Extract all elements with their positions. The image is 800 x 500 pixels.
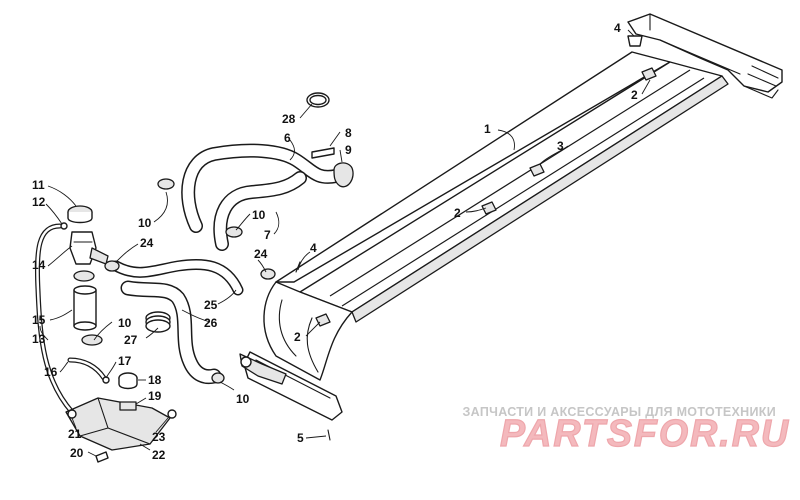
callout-28: 28: [282, 112, 296, 126]
callout-3: 3: [557, 139, 564, 153]
watermark: ЗАПЧАСТИ И АКСЕССУАРЫ ДЛЯ МОТОТЕХНИКИ PA…: [463, 405, 790, 456]
callout-8: 8: [345, 126, 352, 140]
callout-16: 16: [44, 365, 58, 379]
callout-6: 6: [284, 131, 291, 145]
callout-2-a: 2: [631, 88, 638, 102]
tunnel-clips: [295, 35, 657, 441]
callout-18: 18: [148, 373, 162, 387]
callout-17: 17: [118, 354, 132, 368]
callout-24-b: 24: [254, 247, 268, 261]
callout-24-a: 24: [140, 236, 154, 250]
callout-12: 12: [32, 195, 46, 209]
callout-23: 23: [152, 430, 166, 444]
callout-21: 21: [68, 427, 82, 441]
callout-9: 9: [345, 143, 352, 157]
callout-19: 19: [148, 389, 162, 403]
callout-10-d: 10: [236, 392, 250, 406]
callout-20: 20: [70, 446, 84, 460]
tunnel-heat-exchanger: [239, 13, 783, 421]
callout-11: 11: [32, 178, 45, 192]
callout-7: 7: [264, 228, 271, 242]
callout-25: 25: [204, 298, 218, 312]
callout-2-b: 2: [454, 206, 461, 220]
bolt-and-bracket: [311, 147, 354, 188]
callout-4-b: 4: [310, 241, 317, 255]
callout-13: 13: [32, 332, 46, 346]
coolant-hoses: [34, 143, 343, 415]
callout-10-a: 10: [138, 216, 152, 230]
callout-14: 14: [32, 258, 46, 272]
watermark-tagline: ЗАПЧАСТИ И АКСЕССУАРЫ ДЛЯ МОТОТЕХНИКИ: [463, 405, 776, 419]
callout-26: 26: [204, 316, 218, 330]
callout-15: 15: [32, 313, 46, 327]
watermark-logo: PARTSFOR.RU: [500, 413, 790, 455]
callout-2-c: 2: [294, 330, 301, 344]
callout-labels: 1 2 2 2 3 4 4 5 6 7 8 9 10 10 10 10 11 1…: [32, 21, 638, 462]
callout-4-a: 4: [614, 21, 621, 35]
callout-27: 27: [124, 333, 138, 347]
callout-10-b: 10: [252, 208, 266, 222]
fill-neck-assembly: [60, 205, 109, 346]
callout-10-c: 10: [118, 316, 132, 330]
leader-lines: [39, 29, 651, 457]
callout-5: 5: [297, 431, 304, 445]
callout-22: 22: [152, 448, 166, 462]
expansion-tank: [65, 372, 177, 463]
callout-1: 1: [484, 122, 491, 136]
